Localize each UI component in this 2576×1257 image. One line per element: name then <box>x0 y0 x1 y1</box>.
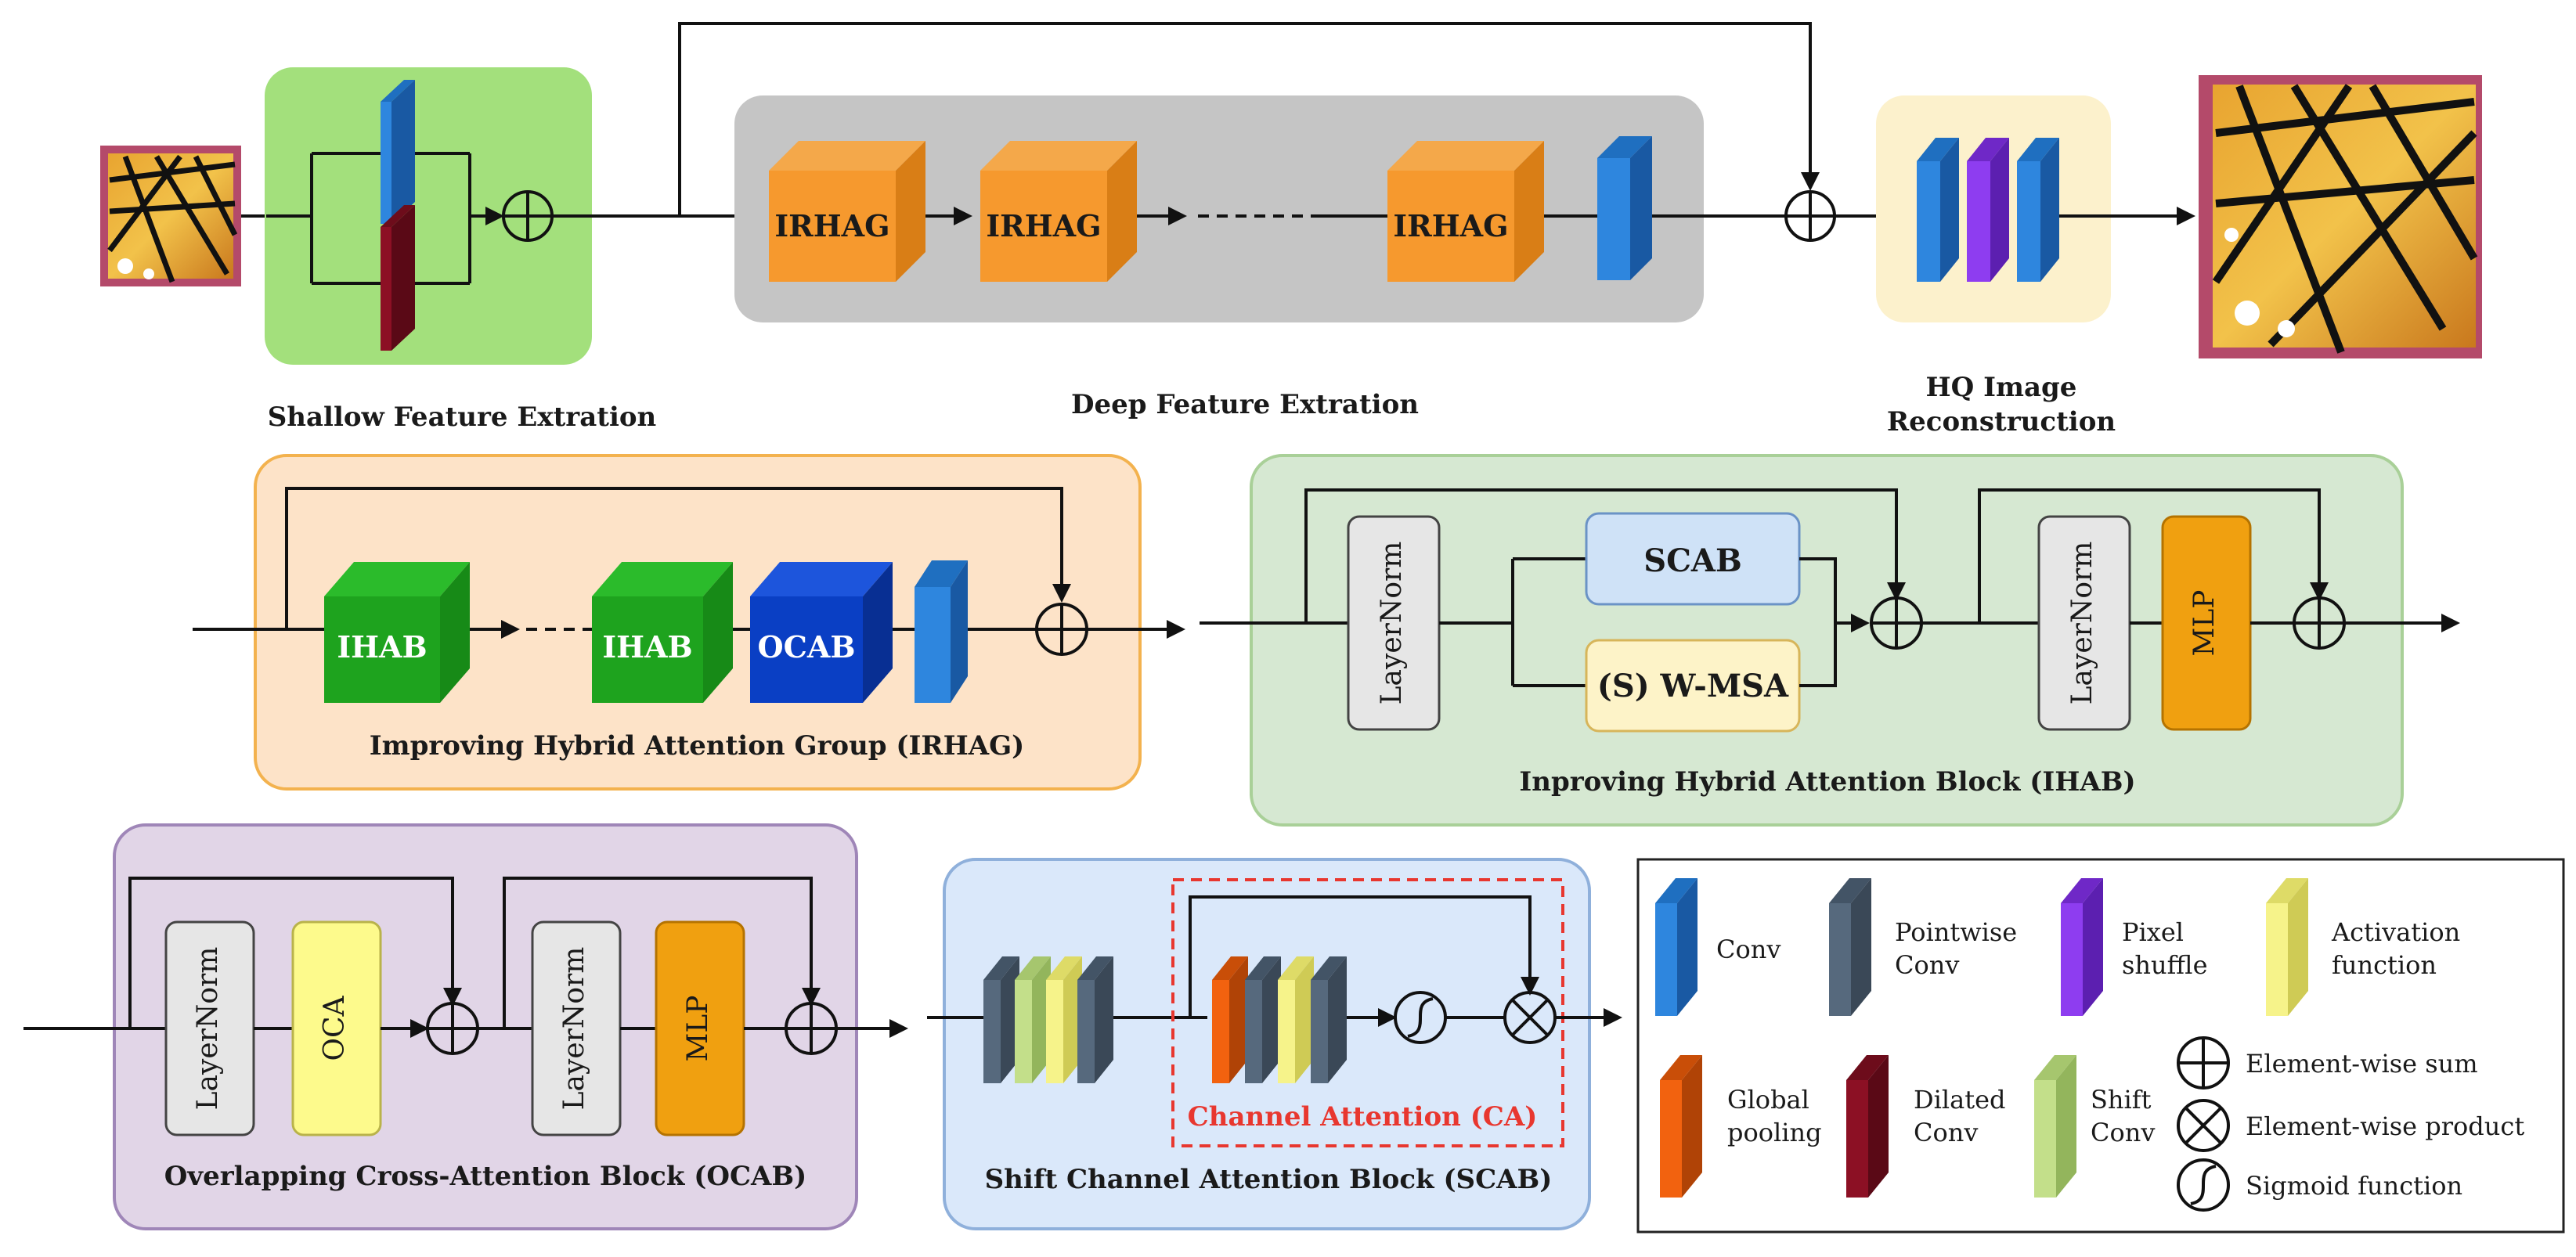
sum-op-shallow <box>502 190 554 242</box>
layernorm-ocab-2: LayerNorm <box>531 920 622 1136</box>
svg-text:Conv: Conv <box>1716 935 1780 964</box>
activation-ca <box>1278 956 1314 1083</box>
hq-label-line1: HQ Image <box>1926 372 2077 403</box>
sum-op-ocab-2 <box>785 1002 838 1055</box>
svg-text:LayerNorm: LayerNorm <box>192 947 224 1111</box>
pointwise-conv-ca-1 <box>1245 956 1281 1083</box>
shift-conv-scab-1 <box>1015 956 1051 1083</box>
legend-pointwise: Pointwise Conv <box>1829 878 2017 1016</box>
wmsa-block-ihab: (S) W-MSA <box>1585 639 1801 733</box>
sum-op-global <box>1784 190 1836 242</box>
pointwise-conv-scab-1 <box>983 956 1019 1083</box>
legend-shift-conv: Shift Conv <box>2034 1055 2155 1198</box>
irhag-block-2: IRHAG <box>980 141 1137 282</box>
conv-block-shallow <box>381 80 415 224</box>
ihab-block-2: IHAB <box>592 562 733 703</box>
scab-caption: Shift Channel Attention Block (SCAB) <box>985 1164 1553 1195</box>
svg-text:pooling: pooling <box>1727 1118 1822 1147</box>
legend-sigmoid-icon: Sigmoid function <box>2177 1158 2462 1212</box>
scab-stack-1 <box>983 956 1113 1083</box>
svg-text:Element-wise product: Element-wise product <box>2246 1111 2524 1141</box>
ihab-caption: Inproving Hybrid Attention Block (IHAB) <box>1519 766 2135 798</box>
shallow-feature-label: Shallow Feature Extration <box>268 402 657 433</box>
mlp-block-ihab: MLP <box>2161 515 2252 731</box>
svg-text:Pointwise: Pointwise <box>1895 917 2017 947</box>
legend-product-icon: Element-wise product <box>2177 1099 2524 1152</box>
ihab-block-1: IHAB <box>324 562 470 703</box>
layernorm-ihab-2: LayerNorm <box>2037 515 2131 731</box>
svg-text:SCAB: SCAB <box>1643 542 1742 579</box>
svg-text:Global: Global <box>1727 1085 1809 1115</box>
svg-text:Element-wise sum: Element-wise sum <box>2246 1049 2478 1079</box>
legend-dilated-conv: Dilated Conv <box>1846 1055 2005 1198</box>
svg-text:OCAB: OCAB <box>758 629 856 665</box>
svg-text:OCA: OCA <box>319 995 351 1061</box>
irhag-block-3: IRHAG <box>1387 141 1544 282</box>
svg-text:MLP: MLP <box>682 996 714 1062</box>
input-lr-image <box>100 146 241 286</box>
irhag-caption: Improving Hybrid Attention Group (IRHAG) <box>370 730 1025 762</box>
conv-block-deep <box>1597 136 1652 280</box>
svg-text:IRHAG: IRHAG <box>774 208 889 243</box>
layernorm-ocab-1: LayerNorm <box>164 920 255 1136</box>
sum-op-ocab-1 <box>426 1002 479 1055</box>
sum-op-ihab-1 <box>1870 596 1923 650</box>
ocab-caption: Overlapping Cross-Attention Block (OCAB) <box>164 1161 807 1192</box>
oca-block: OCA <box>291 920 382 1136</box>
pointwise-conv-ca-2 <box>1311 956 1347 1083</box>
svg-text:LayerNorm: LayerNorm <box>1376 542 1408 705</box>
svg-text:shuffle: shuffle <box>2122 950 2208 980</box>
sum-op-irhag <box>1035 603 1088 656</box>
svg-text:Conv: Conv <box>2091 1118 2155 1147</box>
global-pool-ca <box>1212 956 1248 1083</box>
irhag-block-1: IRHAG <box>769 141 925 282</box>
shallow-feature-panel <box>265 67 592 365</box>
svg-text:Pixel: Pixel <box>2122 917 2184 947</box>
sum-op-ihab-2 <box>2293 596 2346 650</box>
layernorm-ihab-1: LayerNorm <box>1347 515 1441 731</box>
conv-block-irhag <box>915 560 968 703</box>
svg-text:Shift: Shift <box>2091 1085 2152 1115</box>
svg-text:(S) W-MSA: (S) W-MSA <box>1597 668 1789 704</box>
svg-text:Conv: Conv <box>1895 950 1959 980</box>
scab-block-ihab: SCAB <box>1585 512 1801 606</box>
svg-text:Dilated: Dilated <box>1914 1085 2005 1115</box>
ca-stack <box>1212 956 1347 1083</box>
svg-text:IRHAG: IRHAG <box>1393 208 1508 243</box>
channel-attention-region <box>1171 878 1564 1147</box>
legend-sum-icon: Element-wise sum <box>2177 1036 2478 1090</box>
conv-block-recon-2 <box>2017 138 2059 282</box>
svg-text:IRHAG: IRHAG <box>986 208 1101 243</box>
legend-global-pooling: Global pooling <box>1660 1055 1822 1198</box>
svg-text:function: function <box>2332 950 2437 980</box>
svg-text:IHAB: IHAB <box>337 629 427 665</box>
svg-text:Conv: Conv <box>1914 1118 1978 1147</box>
hq-label-line2: Reconstruction <box>1887 406 2116 438</box>
legend-conv: Conv <box>1655 878 1780 1016</box>
output-hq-image <box>2199 75 2482 358</box>
mlp-block-ocab: MLP <box>655 920 745 1136</box>
conv-block-recon-1 <box>1917 138 1959 282</box>
svg-text:IHAB: IHAB <box>602 629 692 665</box>
activation-scab-1 <box>1046 956 1082 1083</box>
legend-pixel-shuffle: Pixel shuffle <box>2061 878 2208 1016</box>
pointwise-conv-scab-2 <box>1077 956 1113 1083</box>
svg-text:Activation: Activation <box>2331 917 2460 947</box>
svg-text:LayerNorm: LayerNorm <box>2066 542 2098 705</box>
dilated-conv-block-shallow <box>381 205 415 351</box>
ocab-block: OCAB <box>750 562 893 703</box>
deep-feature-label: Deep Feature Extration <box>1071 389 1419 420</box>
legend-activation: Activation function <box>2266 878 2460 1016</box>
svg-text:LayerNorm: LayerNorm <box>558 947 590 1111</box>
svg-text:MLP: MLP <box>2188 590 2221 657</box>
pixel-shuffle-block-recon <box>1967 138 2009 282</box>
ca-label: Channel Attention (CA) <box>1188 1101 1538 1133</box>
svg-text:Sigmoid function: Sigmoid function <box>2246 1171 2462 1201</box>
